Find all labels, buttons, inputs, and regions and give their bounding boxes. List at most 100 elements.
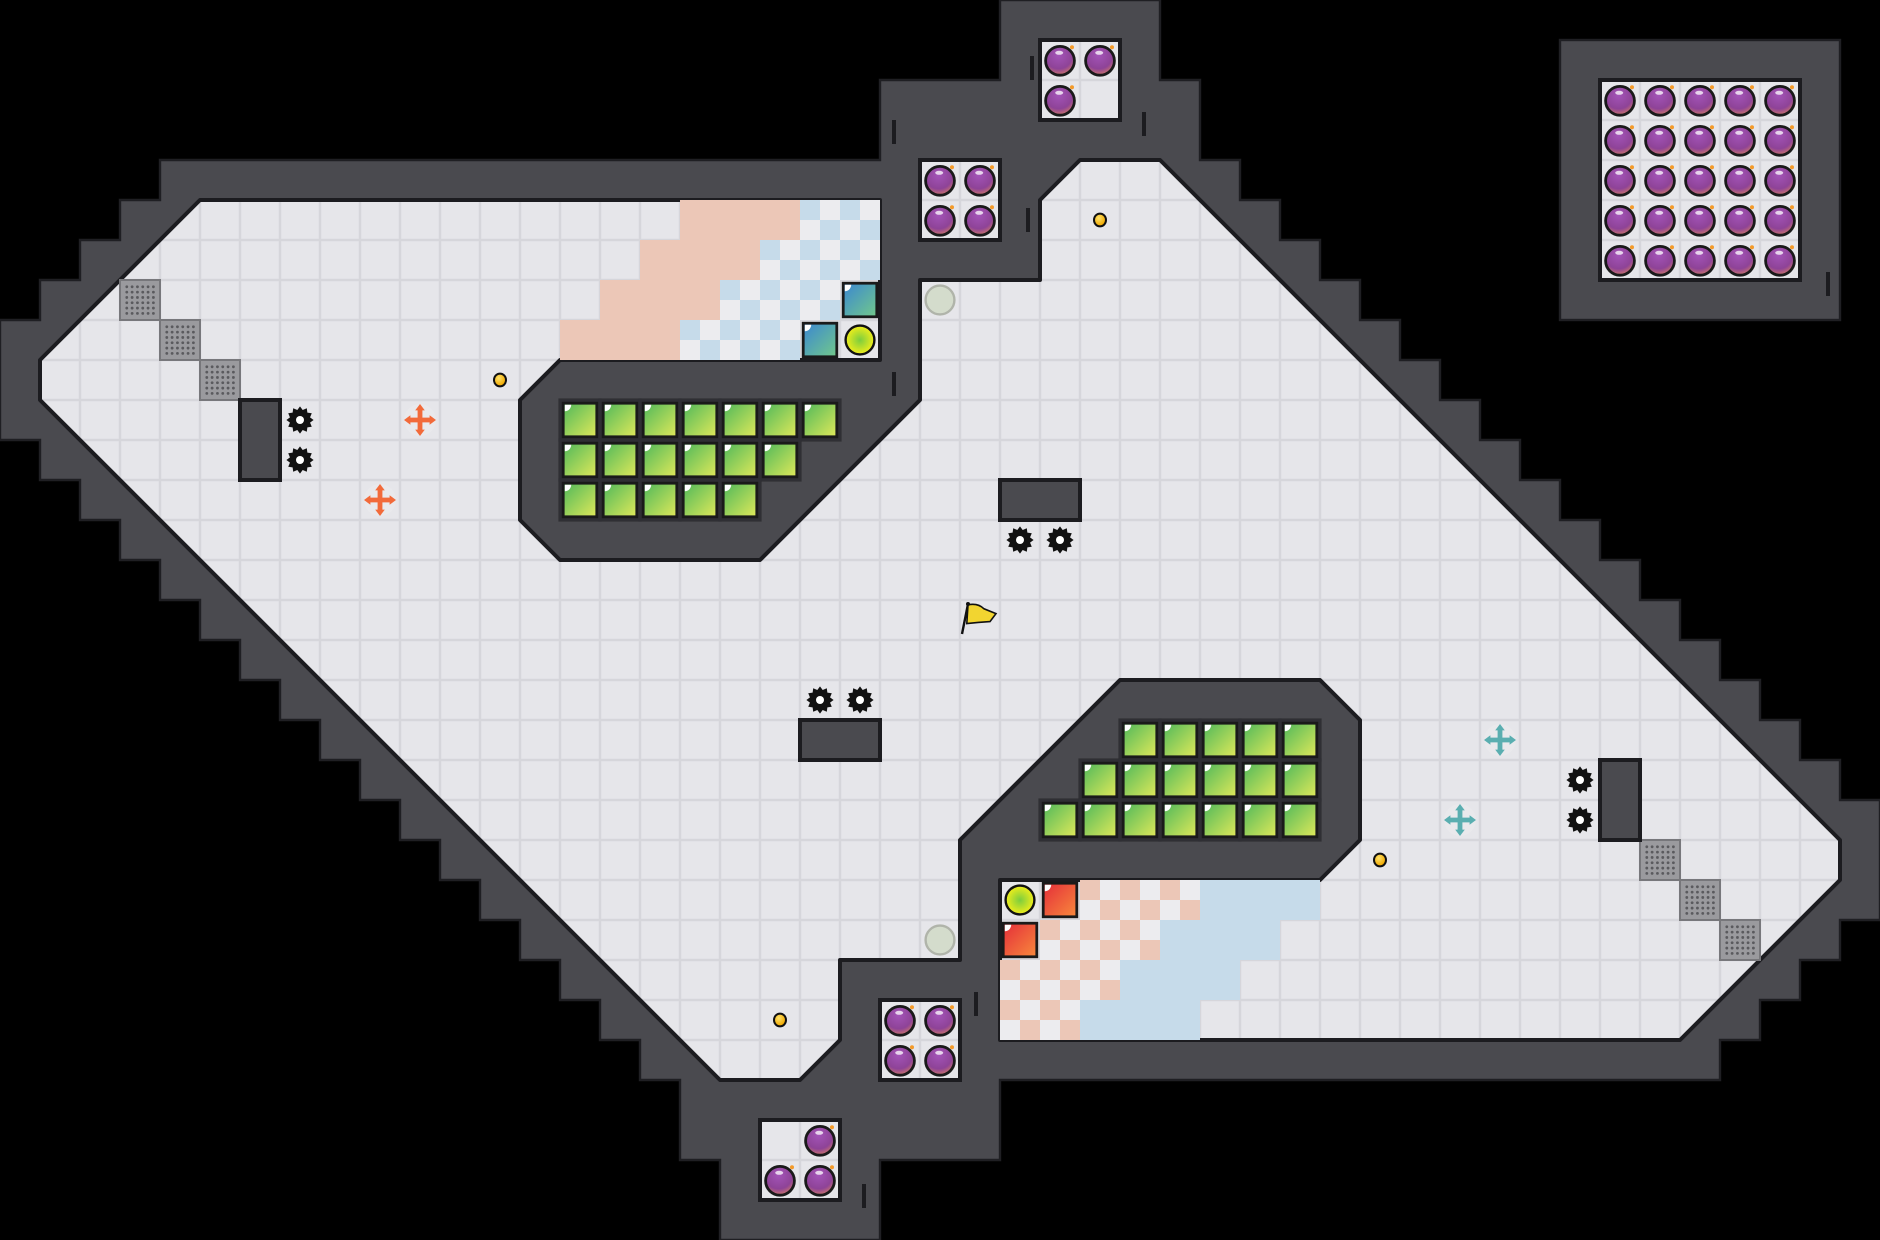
grate-hole (205, 381, 209, 385)
grate-hole (192, 325, 195, 329)
bomb-shine (1775, 90, 1784, 95)
grate-hole (146, 306, 150, 310)
bomb-body (924, 204, 956, 237)
grate-hole (176, 352, 179, 355)
pink-zone-tile (760, 200, 800, 240)
grate-hole (1672, 845, 1675, 849)
grate-hole (136, 306, 139, 310)
blue-zone-tile (1120, 1000, 1160, 1040)
move-arrows-icon (1484, 724, 1516, 756)
bomb-fuse (1710, 85, 1714, 90)
grate-hole (1650, 872, 1654, 875)
checker-cell (840, 200, 860, 220)
bomb-icon (1684, 84, 1716, 117)
block-shine (724, 444, 732, 452)
grate-hole (186, 325, 190, 329)
checker-cell (680, 320, 700, 340)
bomb-shine (815, 1130, 824, 1135)
arrow-head (364, 495, 371, 505)
block-shine (1284, 724, 1292, 732)
bomb-body (964, 204, 996, 237)
blue-zone-tile (1160, 960, 1200, 1000)
pink-checker-tile (1000, 1000, 1040, 1040)
bomb-shine (1735, 130, 1744, 135)
grate-hole (181, 341, 185, 345)
bomb-fuse (1670, 205, 1674, 210)
bomb-body (964, 164, 996, 197)
grate-hole (1746, 946, 1750, 950)
bomb-shine (975, 210, 984, 215)
green-block (678, 438, 722, 482)
grate-hole (165, 336, 169, 339)
grate-hole (1701, 906, 1705, 910)
move-arrows-icon (1444, 804, 1476, 836)
grate-hole (221, 386, 225, 390)
grate-hole (1672, 866, 1675, 870)
grate-hole (165, 352, 169, 355)
checker-cell (760, 320, 780, 340)
arrow-head (1455, 804, 1465, 811)
grate-hole (1706, 901, 1710, 905)
grate-hole (1712, 896, 1715, 899)
block-shine (764, 444, 772, 452)
gear-icon (846, 686, 874, 714)
bomb-body (884, 1004, 916, 1037)
block-shine (1164, 724, 1172, 732)
grate-hole (1645, 845, 1649, 849)
grate-hole (1725, 941, 1729, 945)
gear-icon (1046, 526, 1074, 554)
grate-hole (170, 325, 174, 329)
grate-hole (216, 392, 219, 395)
grate-hole (1706, 890, 1710, 894)
bomb-shine (1735, 170, 1744, 175)
bomb-shine (975, 170, 984, 175)
bomb-fuse (1750, 245, 1754, 250)
blue-checker-tile (800, 200, 840, 240)
green-block (1158, 798, 1202, 842)
bomb-body (1684, 244, 1716, 277)
bomb-shine (1615, 250, 1624, 255)
yellow-orb (844, 324, 876, 356)
green-block (638, 438, 682, 482)
blue-checker-tile (800, 240, 840, 280)
grate-hole (181, 336, 185, 339)
blue-zone-tile (1200, 880, 1240, 920)
grate-hole (1666, 850, 1670, 854)
grate-hole (216, 381, 219, 385)
block-shine (604, 484, 612, 492)
arrow-head (1484, 735, 1491, 745)
grate-hole (1730, 941, 1734, 945)
arrow-cross (1489, 729, 1511, 751)
bomb-icon (1604, 164, 1636, 197)
block-shine (1044, 804, 1052, 812)
block-shine (1124, 804, 1132, 812)
grate-hole (1690, 885, 1694, 889)
coin-icon (1372, 852, 1387, 868)
grate-hole (181, 325, 185, 329)
grate-hole (152, 312, 155, 315)
grate-hole (232, 370, 235, 374)
checker-cell (760, 240, 780, 260)
bomb-icon (1644, 244, 1676, 277)
grate-hole (176, 341, 179, 345)
grate-hole (1736, 930, 1739, 934)
grate-hole (192, 346, 195, 350)
bomb-body (1764, 124, 1796, 157)
grate-hole (130, 290, 134, 294)
bomb-body (1644, 164, 1676, 197)
block-shine (1124, 764, 1132, 772)
grate-hole (165, 325, 169, 329)
bomb-shine (1655, 170, 1664, 175)
bomb-body (1604, 204, 1636, 237)
checker-cell (1100, 900, 1120, 920)
grate-hole (210, 370, 214, 374)
gear-hole (1576, 816, 1585, 824)
checker-cell (840, 240, 860, 260)
arrow-head (389, 495, 396, 505)
checker-cell (1060, 980, 1080, 1000)
block-shine (564, 484, 572, 492)
bomb-icon (1604, 84, 1636, 117)
bomb-fuse (910, 1045, 914, 1050)
bomb-shine (1695, 130, 1704, 135)
